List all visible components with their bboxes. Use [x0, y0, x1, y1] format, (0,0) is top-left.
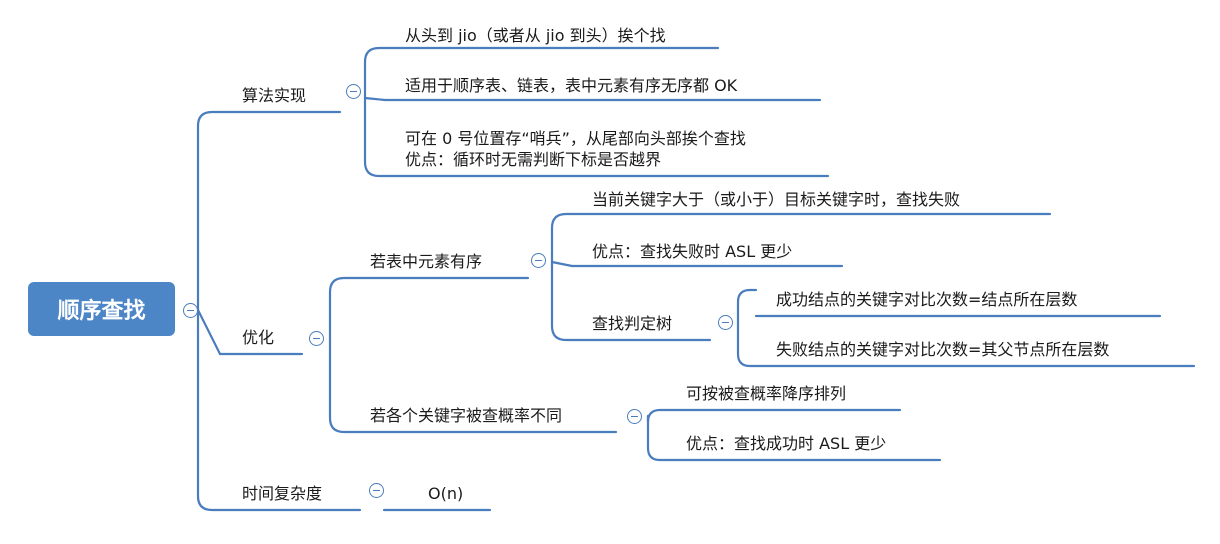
- prob-item-2[interactable]: 优点：查找成功时 ASL 更少: [686, 434, 887, 453]
- edge-ordered-2: [550, 260, 574, 268]
- collapse-time-toggle[interactable]: [369, 483, 384, 498]
- node-tree[interactable]: 查找判定树: [592, 314, 673, 333]
- edge-ordered-1: [550, 212, 574, 264]
- edge-impl-3: [363, 96, 387, 178]
- impl-item-2[interactable]: 适用于顺序表、链表，表中元素有序无序都 OK: [405, 76, 738, 95]
- impl-item-1[interactable]: 从头到 jio（或者从 jio 到头）挨个找: [405, 26, 666, 45]
- edge-ordered-tree: [550, 260, 574, 342]
- prob-item-1[interactable]: 可按被查概率降序排列: [686, 384, 847, 403]
- node-opt[interactable]: 优化: [242, 328, 275, 347]
- collapse-tree-toggle[interactable]: [718, 315, 733, 330]
- tree-item-1[interactable]: 成功结点的关键字对比次数=结点所在层数: [776, 290, 1078, 309]
- edge-root-opt: [196, 308, 222, 356]
- collapse-ordered-toggle[interactable]: [531, 253, 546, 268]
- node-impl[interactable]: 算法实现: [242, 86, 307, 105]
- tree-item-2[interactable]: 失败结点的关键字对比次数=其父节点所在层数: [776, 340, 1110, 359]
- time-value[interactable]: O(n): [428, 484, 464, 503]
- impl-item-3[interactable]: 可在 0 号位置存“哨兵”，从尾部向头部挨个查找: [405, 129, 746, 148]
- edge-prob-2: [646, 414, 668, 462]
- node-prob[interactable]: 若各个关键字被查概率不同: [370, 406, 563, 425]
- edge-impl-1: [363, 46, 387, 100]
- collapse-prob-toggle[interactable]: [627, 409, 642, 424]
- node-ordered[interactable]: 若表中元素有序: [370, 252, 483, 271]
- edge-prob-1: [646, 408, 668, 423]
- ordered-item-1[interactable]: 当前关键字大于（或小于）目标关键字时，查找失败: [592, 190, 961, 209]
- edge-root-impl: [196, 110, 222, 312]
- node-time[interactable]: 时间复杂度: [242, 484, 323, 503]
- edge-impl-2: [363, 96, 387, 102]
- collapse-root-toggle[interactable]: [183, 303, 198, 318]
- edge-opt-ordered: [328, 276, 352, 340]
- collapse-opt-toggle[interactable]: [309, 331, 324, 346]
- ordered-item-2[interactable]: 优点：查找失败时 ASL 更少: [592, 242, 793, 261]
- root-node[interactable]: 顺序查找: [28, 282, 175, 336]
- collapse-impl-toggle[interactable]: [346, 84, 361, 99]
- edge-tree-2: [736, 322, 758, 368]
- impl-item-4[interactable]: 优点：循环时无需判断下标是否越界: [405, 150, 662, 169]
- edge-opt-prob: [328, 336, 352, 434]
- edge-root-time: [196, 308, 222, 512]
- edge-tree-1: [736, 288, 758, 326]
